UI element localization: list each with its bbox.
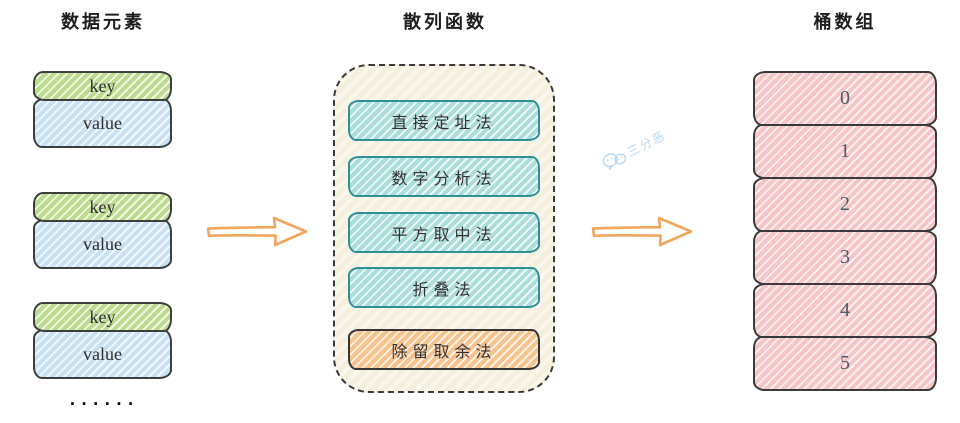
key-box: key (33, 302, 172, 332)
hash-functions-title: 散列函数 (403, 12, 487, 32)
wechat-icon (599, 146, 629, 174)
value-box: value (33, 329, 172, 379)
bucket-2: 2 (753, 177, 937, 232)
watermark: 三分恶 (599, 125, 669, 173)
key-box: key (33, 71, 172, 101)
hash-functions-container: 直接定址法 数字分析法 平方取中法 折叠法 除留取余法 (333, 64, 555, 393)
bucket-5: 5 (753, 336, 937, 391)
key-box: key (33, 192, 172, 222)
method-division-remainder: 除留取余法 (348, 329, 540, 370)
value-box: value (33, 219, 172, 269)
bucket-array-title: 桶数组 (813, 12, 877, 32)
arrow-right-icon (589, 211, 695, 251)
arrow-right-icon (204, 211, 310, 251)
data-elements-title: 数据元素 (61, 12, 145, 32)
method-direct-addressing: 直接定址法 (348, 100, 540, 141)
value-box: value (33, 98, 172, 148)
method-mid-square: 平方取中法 (348, 212, 540, 253)
key-value-pair: key value (33, 302, 172, 379)
key-value-pair: key value (33, 192, 172, 269)
bucket-0: 0 (753, 71, 937, 126)
more-elements-ellipsis: ...... (67, 390, 138, 409)
bucket-array: 0 1 2 3 4 5 (753, 71, 937, 391)
bucket-1: 1 (753, 124, 937, 179)
bucket-3: 3 (753, 230, 937, 285)
key-value-pair: key value (33, 71, 172, 148)
watermark-text: 三分恶 (624, 128, 669, 160)
method-digit-analysis: 数字分析法 (348, 156, 540, 197)
method-folding: 折叠法 (348, 267, 540, 308)
bucket-4: 4 (753, 283, 937, 338)
